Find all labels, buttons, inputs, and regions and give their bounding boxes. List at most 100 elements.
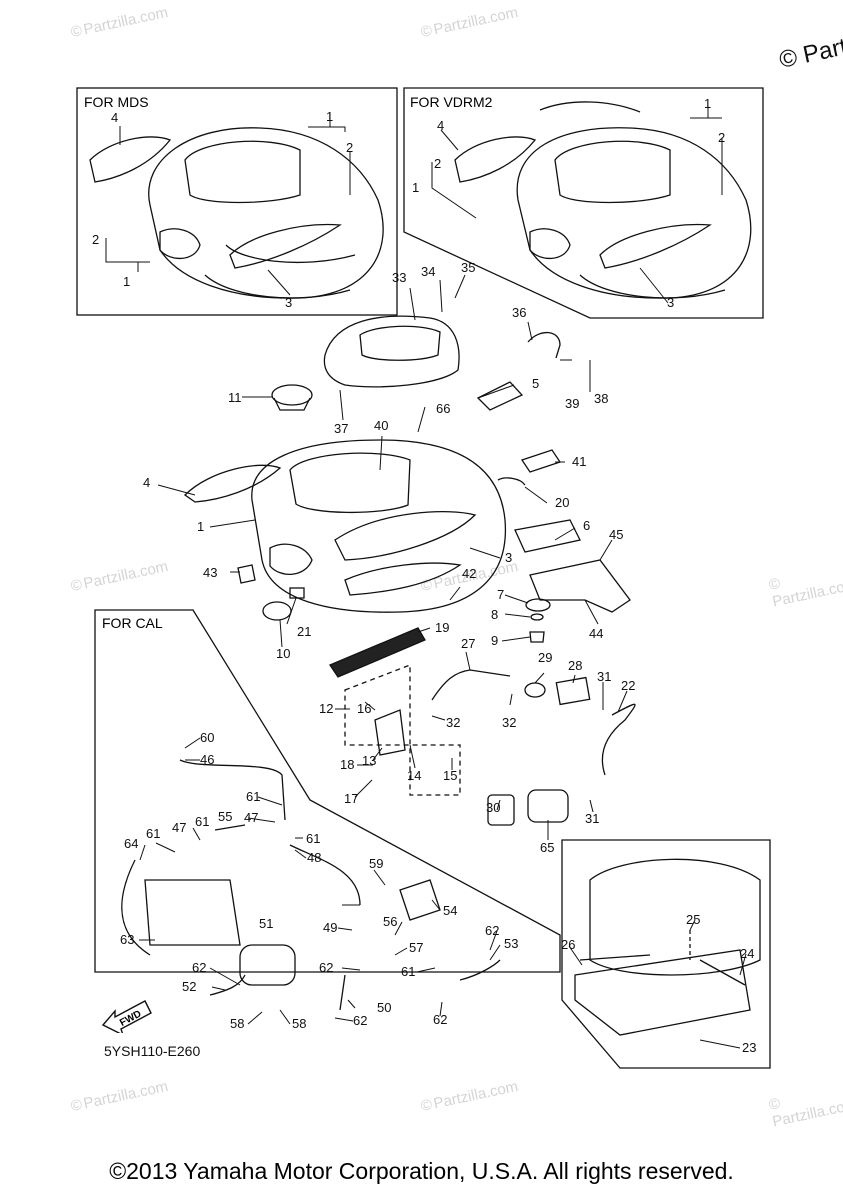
callout: 46 [200,752,214,767]
callout: 55 [218,809,232,824]
hose-48 [289,844,361,906]
copyright-footer: ©2013 Yamaha Motor Corporation, U.S.A. A… [109,1158,734,1184]
callout: 17 [344,791,358,806]
callout: 32 [502,715,516,730]
hose-46 [179,759,286,821]
vdrm2-inset-box [403,87,764,319]
callout: 28 [568,658,582,673]
callout: 41 [572,454,586,469]
hose-50 [339,974,346,1011]
callout: 23 [742,1040,756,1055]
callout: 30 [486,800,500,815]
mds-inset-box [76,87,398,316]
callout: 52 [182,979,196,994]
callout: 61 [195,814,209,829]
cal-inset-box [94,609,561,973]
canister-51 [239,944,296,986]
callout: 48 [307,850,321,865]
callout: 59 [369,856,383,871]
callout: 33 [392,270,406,285]
mds-tank-illustration [89,127,384,299]
callout: 38 [594,391,608,406]
damper-21 [289,587,305,599]
callout: 34 [421,264,435,279]
callout-mds: 2 [346,140,353,155]
callout: 60 [200,730,214,745]
callout: 63 [120,932,134,947]
callout: 27 [461,636,475,651]
fuel-cap [271,384,313,411]
callout: 12 [319,701,333,716]
cal-box-title: FOR CAL [102,615,163,631]
hose-27 [431,669,511,701]
diagram-code: 5YSH110-E260 [104,1043,201,1059]
damper-7 [525,598,551,612]
callout-vdrm2: 1 [412,180,419,195]
callout: 13 [362,753,376,768]
mat-23 [574,949,751,1036]
mat-26 [579,954,651,961]
label-41 [520,449,562,473]
callout: 35 [461,260,475,275]
callout: 1 [197,519,204,534]
callout: 65 [540,840,554,855]
callout: 14 [407,768,421,783]
callout: 20 [555,495,569,510]
callouts-vdrm2: 1 2 4 2 1 3 [412,96,725,310]
callout: 47 [172,820,186,835]
callout: 37 [334,421,348,436]
callout: 43 [203,565,217,580]
callout: 61 [401,964,415,979]
washer-8 [530,613,544,621]
callout: 15 [443,768,457,783]
tank-sketch-cal [589,858,761,976]
mat-24 [699,959,746,986]
label-5 [476,381,524,411]
callout: 53 [504,936,518,951]
callout: 26 [561,937,575,952]
callout-vdrm2: 2 [718,130,725,145]
callout: 56 [383,914,397,929]
callout: 4 [143,475,150,490]
callout: 51 [259,916,273,931]
callout: 62 [353,1013,367,1028]
hose-53 [459,959,501,981]
callout-mds: 1 [123,274,130,289]
hose-55 [214,824,246,831]
fuel-pump-65 [527,789,569,823]
fuel-cock-box [344,664,461,796]
callout: 31 [585,811,599,826]
callout-mds: 1 [326,109,333,124]
callouts-main: 33 34 35 36 11 37 5 66 39 38 40 41 4 20 … [143,260,635,855]
callout: 44 [589,626,603,641]
callout: 49 [323,920,337,935]
callout: 62 [192,960,206,975]
callout: 61 [146,826,160,841]
callout: 31 [597,669,611,684]
callout: 32 [446,715,460,730]
callout: 62 [485,923,499,938]
callout: 29 [538,650,552,665]
callout-mds: 2 [92,232,99,247]
callout: 9 [491,633,498,648]
callout: 45 [609,527,623,542]
callout: 18 [340,757,354,772]
mat-inset-box [561,839,771,1069]
fwd-arrow-icon: FWD [101,1000,152,1033]
callout: 39 [565,396,579,411]
callout: 3 [505,550,512,565]
callout: 5 [532,376,539,391]
callout: 62 [433,1012,447,1027]
main-fuel-tank [183,439,507,613]
callout: 19 [435,620,449,635]
clamp-29 [524,682,546,698]
callout: 11 [228,390,242,405]
callouts-cal: 60 46 61 47 61 55 64 47 61 48 59 61 54 5… [120,730,518,1031]
callout: 42 [462,566,476,581]
callout: 47 [244,810,258,825]
bracket-6 [514,519,581,553]
callout: 6 [583,518,590,533]
callout: 61 [246,789,260,804]
